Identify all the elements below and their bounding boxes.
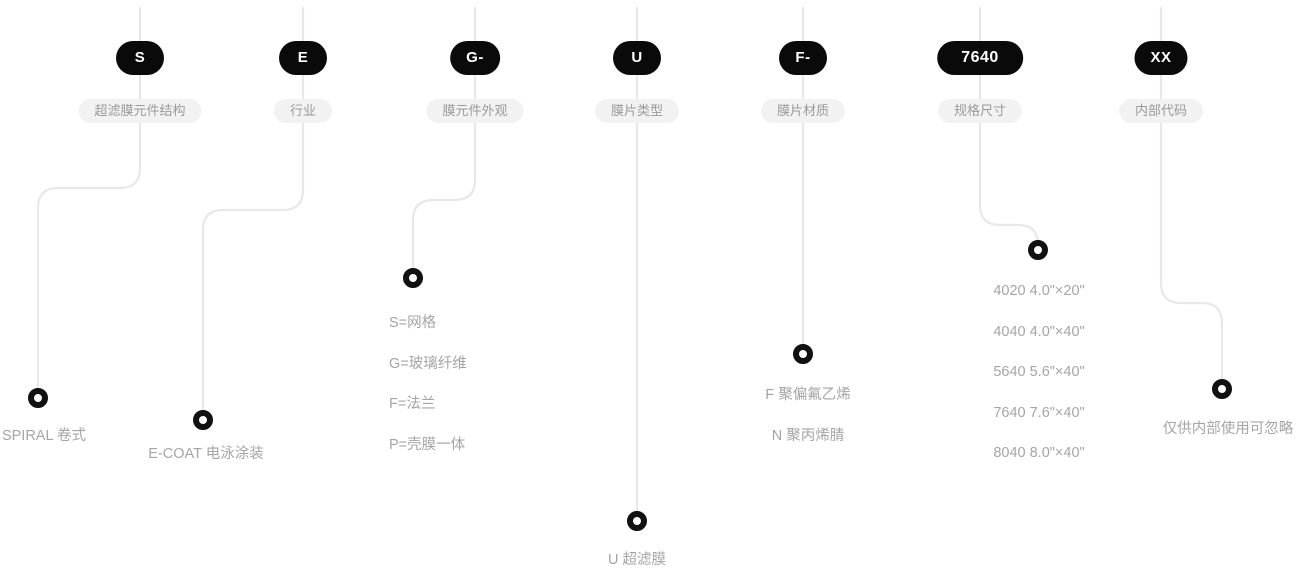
badge-membrane-type[interactable]: U (613, 41, 661, 75)
options-size: 4020 4.0"×20" 4040 4.0"×40" 5640 5.6"×40… (993, 284, 1084, 461)
ring-marker-industry (193, 410, 213, 430)
badge-appearance[interactable]: G- (450, 41, 500, 75)
option-item[interactable]: 4040 4.0"×40" (993, 323, 1085, 340)
option-item[interactable]: SPIRAL 卷式 (1, 428, 87, 444)
options-internal-code: 仅供内部使用可忽略 (1163, 422, 1294, 437)
option-item[interactable]: N 聚丙烯腈 (771, 427, 845, 444)
ring-marker-membrane-material (793, 344, 813, 364)
options-appearance: S=网格 G=玻璃纤维 F=法兰 P=壳膜一体 (389, 316, 467, 452)
ring-marker-membrane-type (627, 511, 647, 531)
option-item[interactable]: F=法兰 (389, 396, 436, 412)
option-item[interactable]: 5640 5.6"×40" (993, 364, 1085, 380)
chip-membrane-material[interactable]: 膜片材质 (760, 99, 846, 123)
options-membrane-type: U 超滤膜 (608, 553, 666, 568)
option-item[interactable]: 7640 7.6"×40" (993, 404, 1085, 421)
chip-size[interactable]: 规格尺寸 (937, 99, 1023, 123)
option-item[interactable]: S=网格 (389, 315, 437, 331)
option-item[interactable]: G=玻璃纤维 (389, 355, 467, 372)
option-item[interactable]: P=壳膜一体 (389, 436, 466, 453)
chip-membrane-type[interactable]: 膜片类型 (594, 99, 680, 123)
option-item[interactable]: U 超滤膜 (608, 552, 666, 568)
chip-structure[interactable]: 超滤膜元件结构 (78, 99, 202, 123)
chip-internal-code[interactable]: 内部代码 (1118, 99, 1204, 123)
options-industry: E-COAT 电泳涂装 (148, 447, 263, 462)
options-structure: SPIRAL 卷式 (2, 429, 86, 444)
option-item[interactable]: 4020 4.0"×20" (993, 283, 1085, 299)
option-item[interactable]: E-COAT 电泳涂装 (148, 446, 264, 462)
ring-marker-structure (28, 388, 48, 408)
ring-marker-internal-code (1212, 379, 1232, 399)
badge-size[interactable]: 7640 (937, 41, 1023, 75)
option-item[interactable]: 仅供内部使用可忽略 (1162, 421, 1294, 437)
options-membrane-material: F 聚偏氟乙烯 N 聚丙烯腈 (765, 388, 850, 443)
chip-appearance[interactable]: 膜元件外观 (426, 99, 524, 123)
chip-industry[interactable]: 行业 (273, 99, 333, 123)
option-item[interactable]: 8040 8.0"×40" (993, 445, 1085, 461)
ring-marker-appearance (403, 268, 423, 288)
option-item[interactable]: F 聚偏氟乙烯 (765, 387, 851, 403)
badge-internal-code[interactable]: XX (1134, 41, 1188, 75)
badge-industry[interactable]: E (279, 41, 327, 75)
badge-structure[interactable]: S (116, 41, 164, 75)
ring-marker-size (1028, 240, 1048, 260)
badge-membrane-material[interactable]: F- (779, 41, 827, 75)
